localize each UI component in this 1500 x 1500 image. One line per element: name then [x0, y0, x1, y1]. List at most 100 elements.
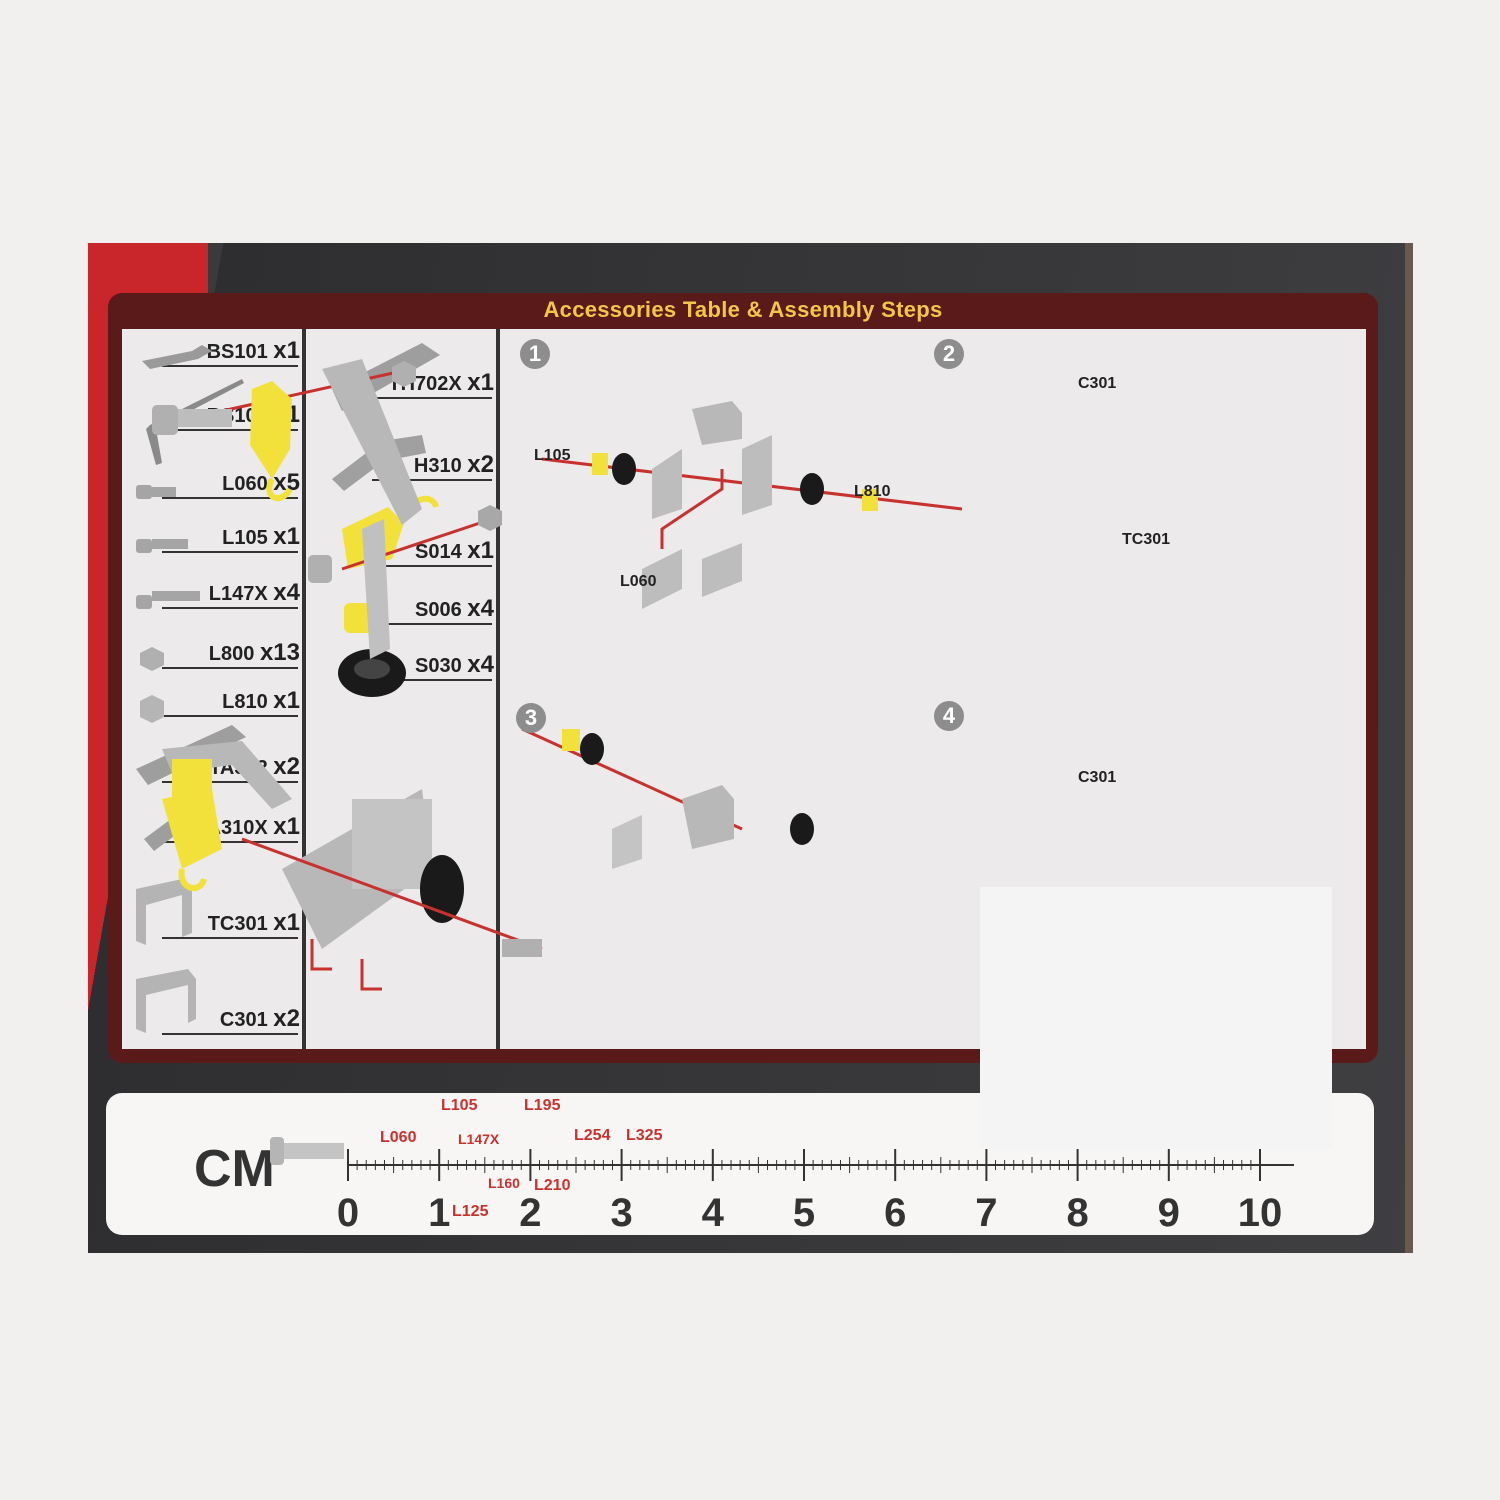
step4-label: C301: [1078, 769, 1117, 786]
part-code: L800: [208, 643, 255, 665]
ruler-unit: CM: [194, 1140, 275, 1198]
part-entry: S030 x4: [415, 651, 494, 679]
ruler-number: 2: [519, 1191, 542, 1235]
underline: [162, 551, 298, 553]
part-quantity: x1: [467, 369, 494, 396]
packaging-back: Accessories Table & Assembly Steps BS101…: [88, 243, 1413, 1253]
part-entry: L810 x1: [222, 687, 300, 715]
box-edge: [1405, 243, 1413, 1253]
step1-label: L810: [854, 483, 891, 500]
part-quantity: x2: [467, 451, 494, 478]
part-quantity: x13: [259, 639, 300, 666]
part-quantity: x1: [273, 523, 300, 550]
part-code: L060: [222, 473, 268, 495]
part-quantity: x1: [273, 687, 300, 714]
ruler-marker: L254: [574, 1127, 611, 1144]
parts-illustrations: [136, 343, 963, 1033]
part-code: L810: [222, 691, 268, 713]
part-quantity: x4: [467, 651, 494, 678]
underline: [372, 565, 492, 567]
redaction-box: [980, 887, 1332, 1149]
step4-illustration: [521, 727, 814, 869]
underline: [162, 429, 298, 431]
ruler-marker: L125: [452, 1203, 489, 1220]
part-code: L147X: [208, 583, 268, 605]
step1-label: L105: [534, 447, 571, 464]
nut-icon: [140, 647, 164, 671]
part-entry: BS101 x1: [207, 337, 300, 365]
panel-title: Accessories Table & Assembly Steps: [543, 297, 943, 322]
ruler-number: 4: [701, 1191, 724, 1235]
step-2-number: 2: [934, 339, 964, 369]
underline: [372, 679, 492, 681]
part-entry: S014 x1: [415, 537, 494, 565]
ruler-scale: [270, 1137, 1294, 1181]
part-code: S006: [415, 599, 462, 621]
lock-nut-icon: [140, 695, 164, 723]
ruler-marker: L210: [534, 1177, 571, 1194]
underline: [162, 497, 298, 499]
part-entry: S006 x4: [415, 595, 494, 623]
bracket-icons: [136, 879, 196, 1033]
wrench-icon: [142, 345, 212, 369]
part-entry: H310 x2: [414, 451, 494, 479]
underline: [162, 1033, 298, 1035]
underline: [162, 937, 298, 939]
underline: [372, 397, 492, 399]
underline: [162, 365, 298, 367]
column-divider: [302, 329, 306, 1049]
ruler-marker: L325: [626, 1127, 663, 1144]
part-entry: L800 x13: [209, 639, 300, 667]
part-code: L105: [222, 527, 268, 549]
part-code: C301: [219, 1009, 268, 1031]
step2-label: TC301: [1122, 531, 1171, 548]
step2-label: C301: [1078, 375, 1117, 392]
ruler-number: 3: [610, 1191, 633, 1235]
ruler-number: 8: [1066, 1191, 1089, 1235]
ruler-number: 1: [428, 1191, 451, 1235]
underline: [162, 607, 298, 609]
ruler-marker: L160: [488, 1175, 520, 1191]
part-code: S014: [415, 541, 462, 563]
step1-illustration: [152, 359, 502, 659]
part-entry: L147X x4: [209, 579, 300, 607]
part-code: H310: [413, 455, 462, 477]
ruler-marker: L060: [380, 1129, 417, 1146]
part-quantity: x1: [273, 337, 300, 364]
part-entry: C301 x2: [220, 1005, 300, 1033]
underline: [372, 623, 492, 625]
screw-icons: [136, 485, 200, 609]
part-quantity: x4: [467, 595, 494, 622]
part-code: S030: [415, 655, 462, 677]
step-1-number: 1: [520, 339, 550, 369]
underline: [162, 715, 298, 717]
step2-illustration: [541, 401, 963, 609]
step3-illustration: [162, 741, 543, 991]
ruler-number: 5: [792, 1191, 816, 1235]
column-divider: [496, 329, 500, 1049]
step-4-number: 4: [934, 701, 964, 731]
part-quantity: x1: [273, 813, 300, 840]
part-entry: L105 x1: [222, 523, 300, 551]
part-quantity: x4: [273, 579, 300, 606]
ruler-number: 0: [336, 1191, 360, 1235]
underline: [162, 667, 298, 669]
part-code: BS101: [206, 341, 268, 363]
ruler-number: 9: [1157, 1191, 1180, 1235]
ruler-marker: L147X: [458, 1131, 500, 1147]
part-quantity: x2: [273, 1005, 300, 1032]
ruler-marker: L195: [524, 1097, 561, 1114]
ruler-number: 10: [1237, 1191, 1283, 1235]
underline: [162, 781, 298, 783]
part-quantity: x1: [273, 909, 300, 936]
part-code: TC301: [207, 913, 268, 935]
bolt-icon: [270, 1137, 284, 1165]
ruler-number: 7: [975, 1191, 998, 1235]
step-3-number: 3: [516, 703, 546, 733]
part-quantity: x1: [467, 537, 494, 564]
underline: [162, 841, 298, 843]
step1-label: L060: [620, 573, 657, 590]
part-entry: TC301 x1: [208, 909, 300, 937]
ruler-number: 6: [884, 1191, 907, 1235]
ruler-marker: L105: [441, 1097, 478, 1114]
